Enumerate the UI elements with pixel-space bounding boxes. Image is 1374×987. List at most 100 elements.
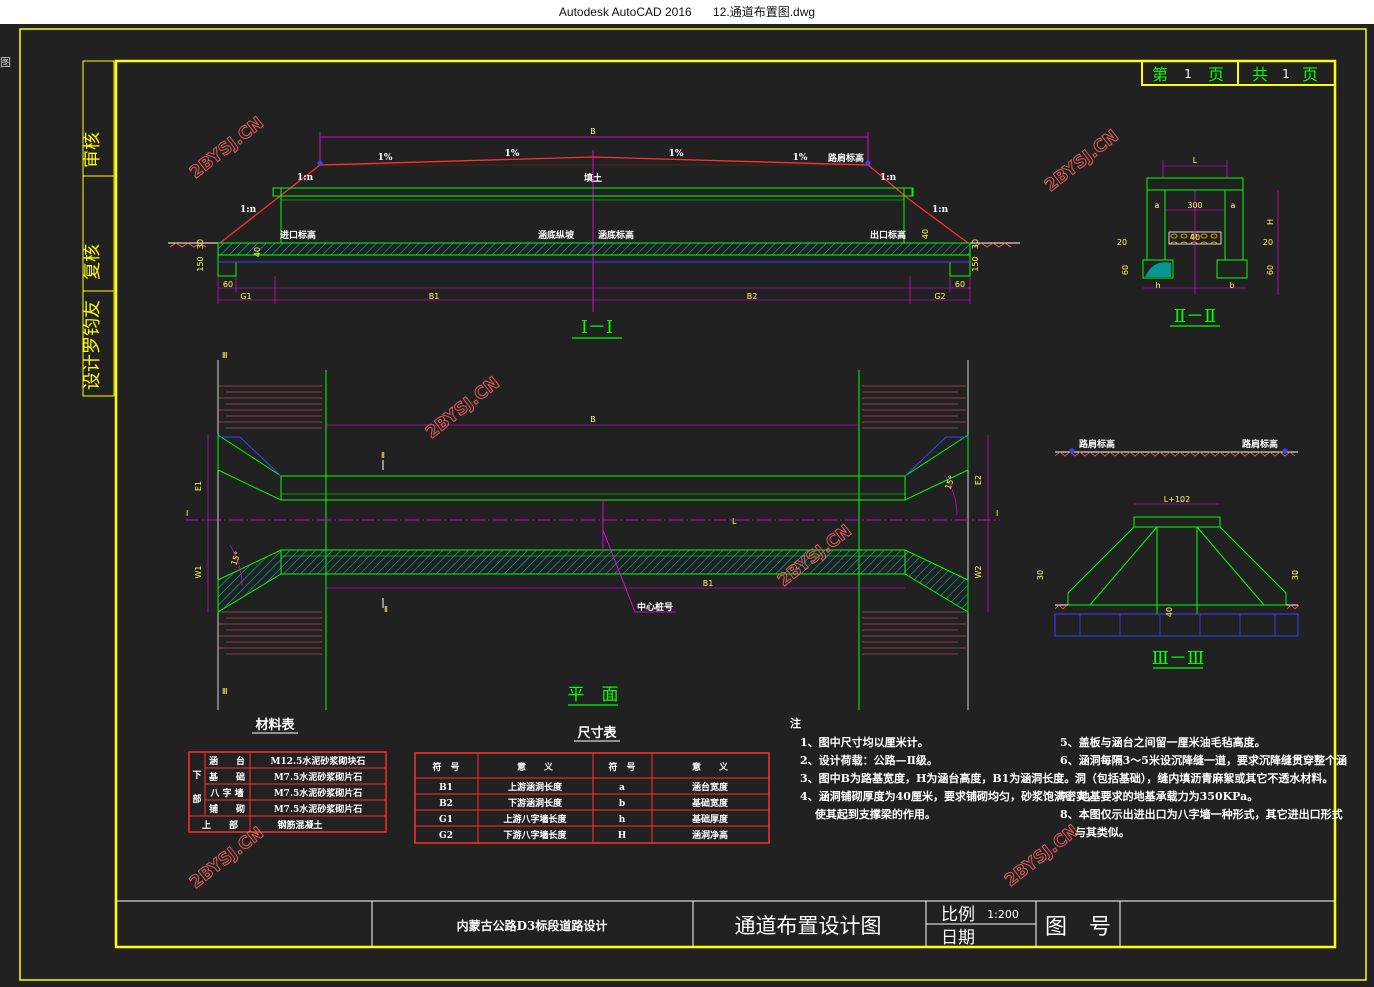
watermark-2: 2BYSJ.CN xyxy=(1041,126,1123,196)
section-2-drawing: L a 300 a 40 20 20 60 60 H h b Ⅱ－Ⅱ xyxy=(1117,156,1279,327)
s3-width: L+102 xyxy=(1164,495,1190,504)
material-value-0: M12.5水泥砂浆砌块石 xyxy=(271,755,366,767)
dim-cell-3-1: 下游八字墙长度 xyxy=(503,829,567,841)
s1-d150-left: 150 xyxy=(196,256,205,271)
dim-cell-0-0: B1 xyxy=(439,783,453,793)
material-table-title: 材料表 xyxy=(255,717,295,733)
review-label: 审核 xyxy=(82,132,103,168)
s2-h: h xyxy=(1155,281,1160,290)
section-2-title: Ⅱ－Ⅱ xyxy=(1174,306,1216,327)
scale-label: 比例 xyxy=(941,905,975,925)
designers-label: 设计罗钧友 xyxy=(82,300,103,390)
page-total-num: 1 xyxy=(1282,67,1290,81)
dim-cell-0-2: a xyxy=(619,783,625,793)
material-group-label-2: 部 xyxy=(192,793,201,805)
s1-d30-right: 30 xyxy=(971,239,980,249)
note-right-4: 8、本图仅示出进出口为八字墙一种形式，其它进出口形式 xyxy=(1060,807,1343,821)
plan-L: L xyxy=(732,517,737,526)
s2-a-right: a xyxy=(1231,201,1236,210)
dim-cell-2-1: 上游八字墙长度 xyxy=(503,813,567,825)
plan-I-left: Ⅰ xyxy=(186,509,188,518)
cad-drawing[interactable]: 审核 复核 设计罗钧友 第 1 页 共 1 页 B 1% 1% 1% 1% 路肩… xyxy=(0,24,1374,987)
section-1-drawing: B 1% 1% 1% 1% 路肩标高 填土 1:n 1:n 1:n 1:n xyxy=(168,127,1020,339)
dim-cell-2-2: h xyxy=(619,815,626,825)
date-label: 日期 xyxy=(941,928,975,948)
app-name: Autodesk AutoCAD 2016 xyxy=(558,5,692,19)
s1-d40-right: 40 xyxy=(921,229,930,239)
s1-slope-1n-a: 1:n xyxy=(297,173,314,183)
s2-d60-left: 60 xyxy=(1121,265,1130,275)
title-block: 内蒙古公路D3标段道路设计 通道布置设计图 比例 1:200 日期 图 号 xyxy=(116,900,1335,948)
plan-III-bottom: Ⅲ xyxy=(222,687,228,696)
dim-cell-1-1: 下游涵洞长度 xyxy=(508,797,563,809)
s1-slope-1n-c: 1:n xyxy=(240,205,257,215)
s1-dim-B: B xyxy=(590,127,596,136)
note-left-3: 4、涵洞铺砌厚度为40厘米，要求铺砌均匀，砂浆饱满密实， xyxy=(800,789,1098,803)
dim-cell-3-3: 涵洞净高 xyxy=(692,829,728,841)
dim-cell-0-1: 上游涵洞长度 xyxy=(508,781,563,793)
dim-cell-0-3: 涵台宽度 xyxy=(692,781,729,793)
s1-d60-left: 60 xyxy=(223,280,233,289)
s2-d20-right: 20 xyxy=(1263,238,1273,247)
s1-road-level: 路肩标高 xyxy=(828,152,864,164)
watermark-6: 2BYSJ.CN xyxy=(1001,821,1083,891)
s2-d20-left: 20 xyxy=(1117,238,1127,247)
note-right-0: 5、盖板与涵台之间留一厘米油毛毡高度。 xyxy=(1060,735,1266,749)
left-edge-char: 图 xyxy=(0,56,11,69)
plan-E1: E1 xyxy=(194,481,203,491)
drawing-title: 通道布置设计图 xyxy=(735,914,882,938)
window-title-bar: Autodesk AutoCAD 2016 12.通道布置图.dwg xyxy=(0,0,1374,24)
material-part-2: 八 字 墙 xyxy=(209,787,243,799)
plan-W1: W1 xyxy=(194,566,203,579)
s2-a-left: a xyxy=(1155,201,1160,210)
watermark-1: 2BYSJ.CN xyxy=(186,113,268,183)
s1-outlet-level: 出口标高 xyxy=(870,229,906,241)
dim-header-2: 符 号 xyxy=(608,761,635,773)
s3-d30-left: 30 xyxy=(1036,570,1045,580)
dim-cell-1-3: 基础宽度 xyxy=(691,797,729,809)
s3-road-level-right: 路肩标高 xyxy=(1242,438,1278,450)
dim-header-1: 意 义 xyxy=(517,761,554,773)
s1-slope-1n-d: 1:n xyxy=(932,205,949,215)
s3-d40: 40 xyxy=(1165,607,1174,617)
watermark-5: 2BYSJ.CN xyxy=(186,823,268,893)
material-value-1: M7.5水泥砂浆砌片石 xyxy=(274,771,363,783)
s1-slope-3: 1% xyxy=(669,149,684,159)
s1-slope-2: 1% xyxy=(505,149,520,159)
page-box: 第 1 页 共 1 页 xyxy=(1141,60,1336,86)
material-part-3: 铺 砌 xyxy=(209,803,245,815)
outer-frame xyxy=(19,28,1367,981)
notes-block: 注 1、图中尺寸均以厘米计。 2、设计荷载：公路—Ⅱ级。 3、图中B为路基宽度，… xyxy=(790,716,1347,839)
side-stamp: 审核 复核 设计罗钧友 xyxy=(82,60,115,397)
dim-header-0: 符 号 xyxy=(432,761,459,773)
s2-d60-right: 60 xyxy=(1266,265,1275,275)
dim-cell-1-2: b xyxy=(619,799,625,809)
s3-road-level-left: 路肩标高 xyxy=(1079,438,1115,450)
s2-b: b xyxy=(1229,281,1234,290)
dimension-table-title: 尺寸表 xyxy=(577,725,617,741)
plan-B1: B1 xyxy=(703,579,714,588)
note-left-0: 1、图中尺寸均以厘米计。 xyxy=(800,735,929,749)
s1-d40-left: 40 xyxy=(253,247,262,257)
material-part-1: 基 础 xyxy=(208,771,245,783)
drawing-viewport[interactable]: 图 审核 复核 设计罗钧友 第 1 页 共 1 页 B xyxy=(0,24,1374,987)
page-current-label: 第 xyxy=(1152,65,1168,84)
s3-d30-right: 30 xyxy=(1291,570,1300,580)
s1-bottom-slope: 涵底纵坡 xyxy=(538,229,575,241)
drawing-number-label: 图 号 xyxy=(1045,915,1111,940)
s2-L: L xyxy=(1193,156,1198,165)
inner-frame xyxy=(114,59,1337,949)
dim-header-3: 意 义 xyxy=(692,761,729,773)
s1-fill: 填土 xyxy=(584,172,602,184)
plan-W2: W2 xyxy=(974,566,983,579)
note-right-1: 6、涵洞每隔3～5米设沉降缝一道，要求沉降缝贯穿整个涵 xyxy=(1060,753,1347,767)
s1-d60-right: 60 xyxy=(955,280,965,289)
dim-cell-3-2: H xyxy=(618,831,627,841)
note-right-5: 与其类似。 xyxy=(1060,825,1130,839)
note-right-2: 洞（包括基础），缝内填沥青麻絮或其它不透水材料。 xyxy=(1060,771,1333,785)
material-part-0: 涵 台 xyxy=(209,755,245,767)
page-total-unit: 页 xyxy=(1302,65,1318,84)
recheck-label: 复核 xyxy=(82,244,103,280)
plan-center-stake: 中心桩号 xyxy=(637,601,673,613)
scale-value: 1:200 xyxy=(987,908,1019,921)
